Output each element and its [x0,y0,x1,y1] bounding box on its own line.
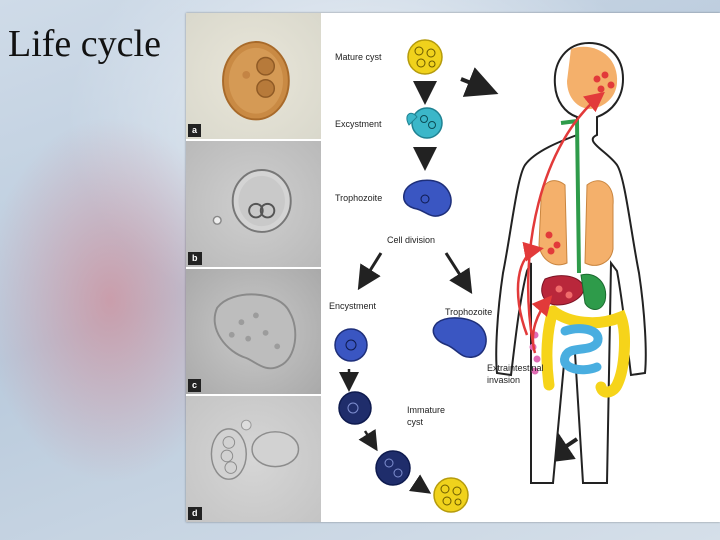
arrow-to-encystment [357,252,383,291]
label-invasion: invasion [487,375,520,385]
label-encystment: Encystment [329,301,377,311]
label-cyst: cyst [407,417,424,427]
encystment-icon [334,328,368,362]
life-cycle-figure: a b c [186,13,720,522]
immature-cyst-icon-2 [375,450,411,486]
mature-cyst-bottom [433,477,469,513]
micrograph-panel-d: d [186,396,321,522]
excystment-icon [406,107,443,139]
life-cycle-diagram: Mature cyst Excystment Trophozoite Cell … [329,39,647,513]
label-cell-division: Cell division [387,235,435,245]
mature-cyst-top [407,39,443,75]
colon-ascending [541,305,559,391]
arrow-to-mature-cyst [408,474,432,494]
red-arrow-to-liver [531,295,553,354]
arrow-ingestion [460,67,499,97]
lung-right [584,180,614,266]
human-body-figure [495,41,647,484]
excysting-cyst-micrograph [212,168,292,233]
panel-label-b: b [188,251,202,265]
arrow-to-trophozoite [444,252,473,295]
micrograph-strip: a b c [186,13,321,522]
trophozoite-top-icon [403,179,452,217]
label-extraintestinal: Extraintestinal [487,363,544,373]
colon [547,305,630,398]
panel-label-a: a [188,123,202,137]
label-excystment: Excystment [335,119,382,129]
immature-cyst-icon-1 [338,391,372,425]
stomach [580,273,607,310]
label-trophozoite-right: Trophozoite [445,307,492,317]
label-mature-cyst: Mature cyst [335,52,382,62]
red-arrow-to-lung [516,241,544,336]
red-arrow-to-brain [526,91,605,344]
slide-title: Life cycle [8,23,161,65]
panel-label-d: d [188,507,202,520]
dividing-cells-micrograph [210,419,300,481]
troph-nucleus [420,194,430,204]
trophozoite-micrograph [213,293,297,369]
small-intestine [560,324,603,375]
micrograph-panel-b: b [186,140,321,269]
mature-cyst-micrograph [222,41,290,121]
trophozoite-right-icon [432,317,487,358]
micrograph-panel-a: a [186,13,321,141]
label-trophozoite-top: Trophozoite [335,193,382,203]
arrow-immature-to-immature [358,428,378,452]
label-immature: Immature [407,405,445,415]
panel-label-c: c [188,379,202,393]
micrograph-panel-c: c [186,268,321,397]
